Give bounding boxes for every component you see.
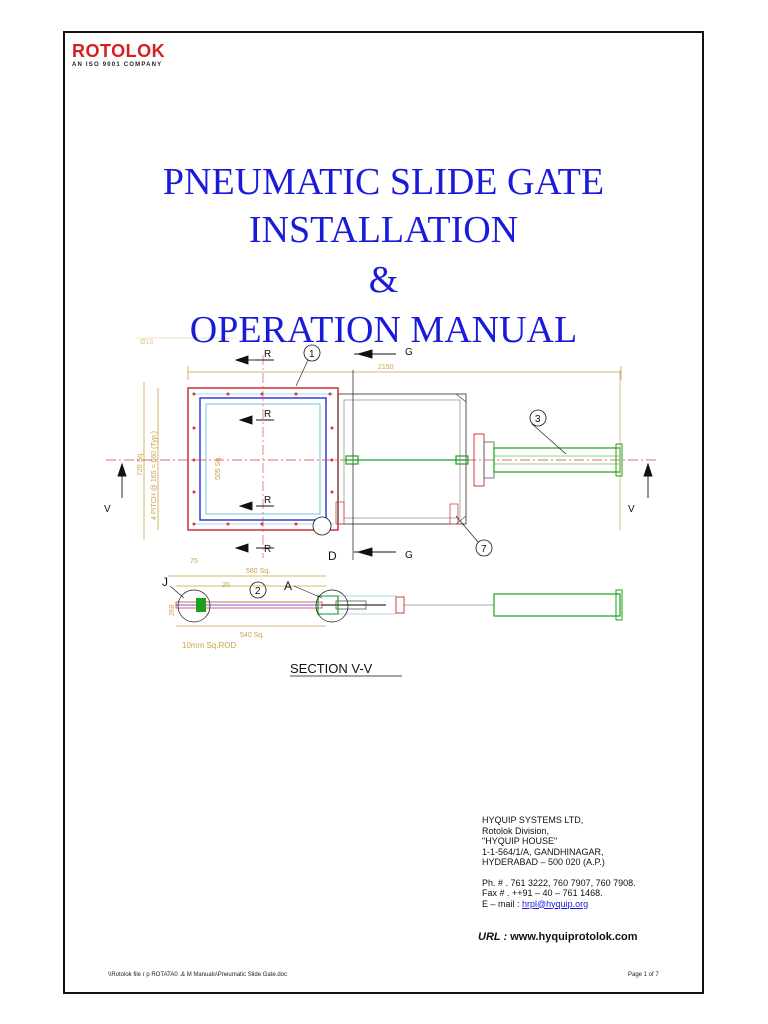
page-border (63, 31, 704, 994)
dim-width-total: 2150 (378, 364, 394, 371)
address-phone: Ph. # . 761 3222, 760 7907, 760 7908. (482, 877, 636, 888)
address-fax: Fax # . ++91 – 40 – 761 1468. (482, 888, 603, 898)
address-company: HYQUIP SYSTEMS LTD, (482, 815, 584, 825)
address-street: 1-1-564/1/A, GANDHINAGAR, (482, 846, 604, 857)
title-line-3: & (368, 259, 399, 301)
url-value[interactable]: www.hyquiprotolok.com (510, 931, 638, 943)
section-view (168, 575, 623, 627)
slide-housing (337, 393, 467, 525)
left-dimensions (143, 382, 159, 540)
dim-sq580: 580 Sq. (246, 568, 270, 575)
footer-file-path: \\Rotolok file r p ROTATA0 .& M Manuals\… (108, 972, 288, 978)
label-j: J (162, 575, 168, 589)
dim-20: 20 (222, 582, 230, 589)
view-markers (117, 462, 653, 498)
pneumatic-cylinder (473, 370, 623, 530)
address-email-row: E – mail : hrpl@hyquip.org (482, 899, 636, 910)
balloon-2: 2 (255, 586, 261, 597)
dim-rod: 10mm Sq.ROD (182, 641, 236, 650)
balloon-3: 3 (535, 414, 541, 425)
section-caption: SECTION V-V (290, 661, 373, 676)
address-division: Rotolok Division, (482, 825, 550, 836)
title-line-1: PNEUMATIC SLIDE GATE (162, 161, 605, 203)
dim-pitch: 4 PITCH @ 165 = 660 (Typ.) (151, 431, 158, 520)
dim-sq720: 720 Sq. (137, 452, 144, 476)
label-r-2: R (264, 409, 271, 420)
logo-name: ROTOLOK (72, 41, 166, 61)
title-line-2: INSTALLATION (248, 209, 519, 251)
company-address: HYQUIP SYSTEMS LTD, Rotolok Division, "H… (482, 815, 636, 909)
address-house: "HYQUIP HOUSE" (482, 836, 558, 846)
footer-page-number: Page 1 of 7 (628, 972, 659, 978)
slide-gate-drawing: 2150 Ø18 720 Sq. 4 PITCH @ 165 = 660 (Ty… (104, 337, 656, 677)
dim-hole: Ø18 (140, 339, 153, 346)
label-r-1: R (264, 349, 271, 360)
logo-tagline: AN ISO 9001 COMPANY (72, 62, 163, 68)
dim-sq505: 505 Sq. (215, 456, 222, 480)
slide-rod (345, 455, 469, 465)
top-dimensions (136, 337, 622, 380)
label-r-3: R (264, 495, 271, 506)
dim-sq540: 540 Sq. (240, 632, 264, 639)
url-label: URL : (478, 931, 508, 943)
label-v-left: V (104, 504, 111, 515)
company-logo: ROTOLOK AN ISO 9001 COMPANY (72, 42, 165, 68)
label-d: D (328, 549, 337, 563)
label-r-4: R (264, 544, 271, 555)
label-g-bottom: G (405, 550, 413, 561)
email-link[interactable]: hrpl@hyquip.org (522, 898, 589, 909)
website-line: URL : www.hyquiprotolok.com (478, 931, 638, 943)
label-v-right: V (628, 504, 635, 515)
address-city: HYDERABAD – 500 020 (A.P.) (482, 857, 605, 867)
title-line-4: OPERATION MANUAL (189, 309, 578, 351)
email-label: E – mail : (482, 898, 523, 909)
dim-75: 75 (190, 558, 198, 565)
balloon-7: 7 (481, 544, 487, 555)
balloon-1: 1 (309, 349, 315, 360)
section-markers (234, 349, 396, 557)
dim-268: 268 (169, 604, 176, 616)
label-a: A (284, 579, 292, 593)
label-g-top: G (405, 347, 413, 358)
